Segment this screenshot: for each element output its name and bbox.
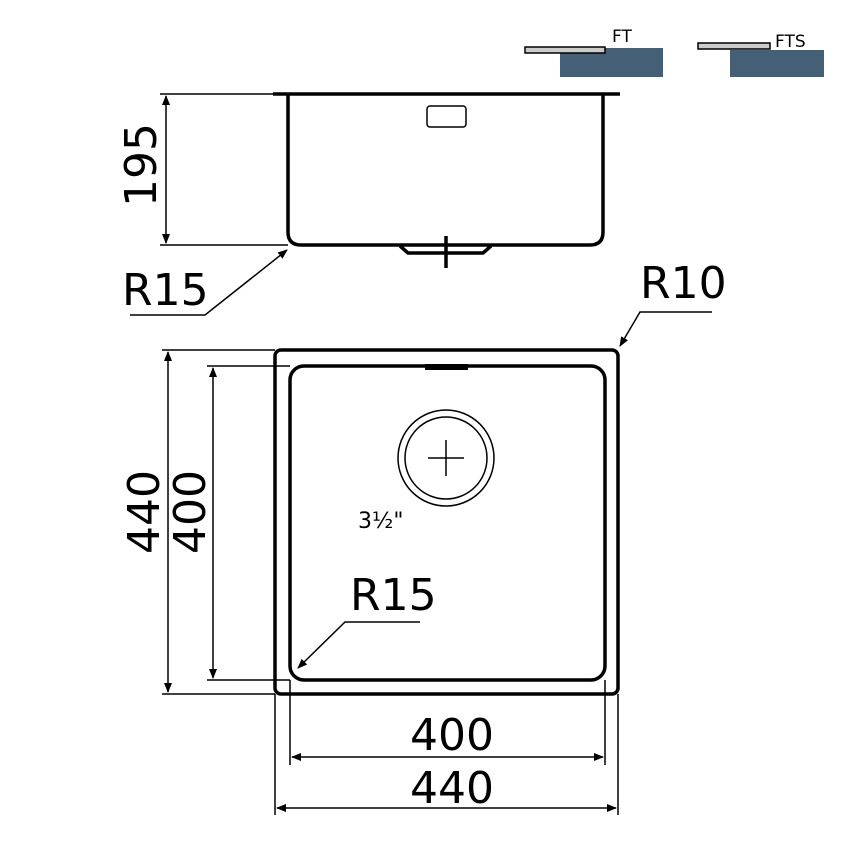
inner-radius-label: R15 [350, 570, 437, 621]
mounting-fts-label: FTS [775, 32, 806, 52]
side-radius-label: R15 [122, 265, 209, 316]
depth-dimension: 195 [116, 123, 167, 207]
mounting-fts-icon: FTS [697, 32, 824, 77]
mounting-ft-label: FT [612, 27, 632, 47]
drain-size-label: 3½" [358, 509, 403, 534]
side-view: 195 R15 [116, 92, 620, 316]
outer-width-dimension: 440 [410, 763, 494, 814]
plan-view: 3½" 440 400 400 440 R10 R15 [119, 258, 727, 815]
outer-radius-label: R10 [640, 258, 727, 309]
outer-height-dimension: 440 [119, 470, 170, 554]
inner-height-dimension: 400 [165, 470, 216, 554]
mounting-ft-icon: FT [524, 27, 663, 77]
inner-width-dimension: 400 [410, 710, 494, 761]
